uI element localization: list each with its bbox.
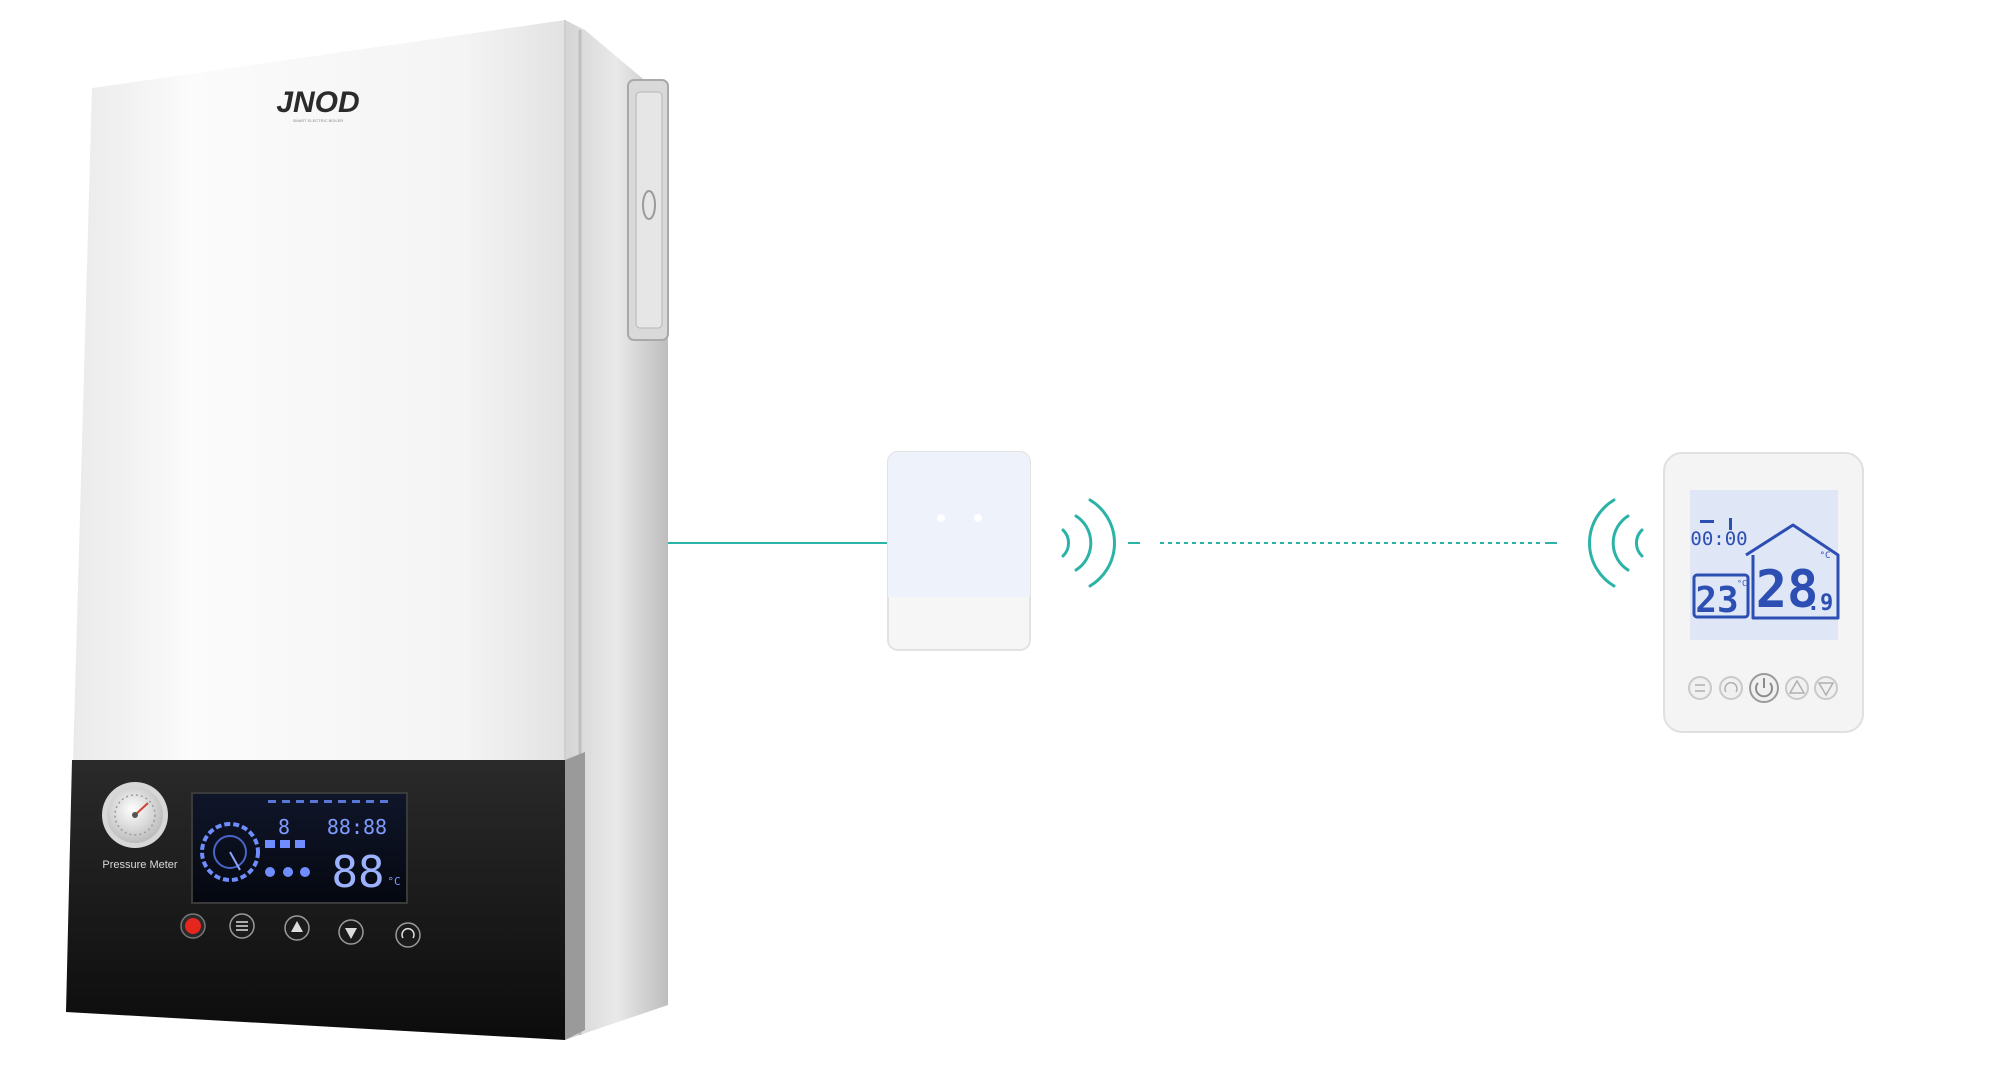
receiver-led-right <box>974 514 982 522</box>
thermostat-set-temp: 28 <box>1756 560 1819 620</box>
lcd-top-value: 88:88 <box>327 815 387 839</box>
cycle-icon <box>401 928 415 939</box>
thermostat-down-button[interactable] <box>1814 676 1838 700</box>
boiler-power-button[interactable] <box>180 913 206 939</box>
power-icon <box>1755 682 1773 698</box>
lcd-left-value: 8 <box>278 815 290 839</box>
lcd-main-value: 88 <box>332 847 385 898</box>
thermostat-menu-button[interactable] <box>1688 676 1712 700</box>
wireless-receiver <box>887 451 1031 651</box>
thermostat-mode-button[interactable] <box>1719 676 1743 700</box>
wireless-thermostat <box>1663 452 1864 733</box>
pressure-gauge <box>102 782 168 848</box>
boiler-mode-button[interactable] <box>395 922 421 948</box>
boiler-down-button[interactable] <box>338 919 364 945</box>
wireless-signal-icon <box>1061 498 1116 588</box>
electric-boiler: JNOD SMART ELECTRIC BOILER Pressure Mete… <box>66 20 669 1040</box>
boiler-lcd-display <box>191 792 408 904</box>
thermostat-set-unit: °C <box>1820 551 1831 561</box>
thermostat-set-temp-decimal: .9 <box>1807 591 1834 616</box>
lcd-unit: °C <box>387 875 400 888</box>
triangle-up-icon <box>1788 679 1806 694</box>
receiver-led-left <box>937 514 945 522</box>
triangle-up-icon <box>291 921 303 932</box>
brand-logo: JNOD <box>276 86 359 119</box>
schedule-icon <box>1700 520 1714 523</box>
boiler-up-button[interactable] <box>284 915 310 941</box>
thermostat-power-button[interactable] <box>1749 673 1779 703</box>
house-icon <box>1745 523 1840 620</box>
triangle-down-icon <box>1817 682 1835 697</box>
thermometer-icon <box>1729 518 1732 530</box>
brand-tagline: SMART ELECTRIC BOILER <box>293 118 344 123</box>
thermostat-room-unit: °C <box>1737 579 1747 588</box>
thermostat-up-button[interactable] <box>1785 676 1809 700</box>
thermostat-clock: 00:00 <box>1690 528 1747 550</box>
wireless-signal-icon-thermostat <box>1588 498 1644 588</box>
boiler-menu-button[interactable] <box>229 913 255 939</box>
thermostat-room-temp: 23 <box>1695 580 1738 621</box>
thermostat-lcd <box>1690 490 1838 640</box>
room-temp-box <box>1692 573 1750 619</box>
pressure-gauge-label: Pressure Meter <box>102 859 178 871</box>
cycle-icon <box>1724 682 1738 693</box>
triangle-down-icon <box>345 928 357 939</box>
bracket-slot <box>642 190 656 220</box>
